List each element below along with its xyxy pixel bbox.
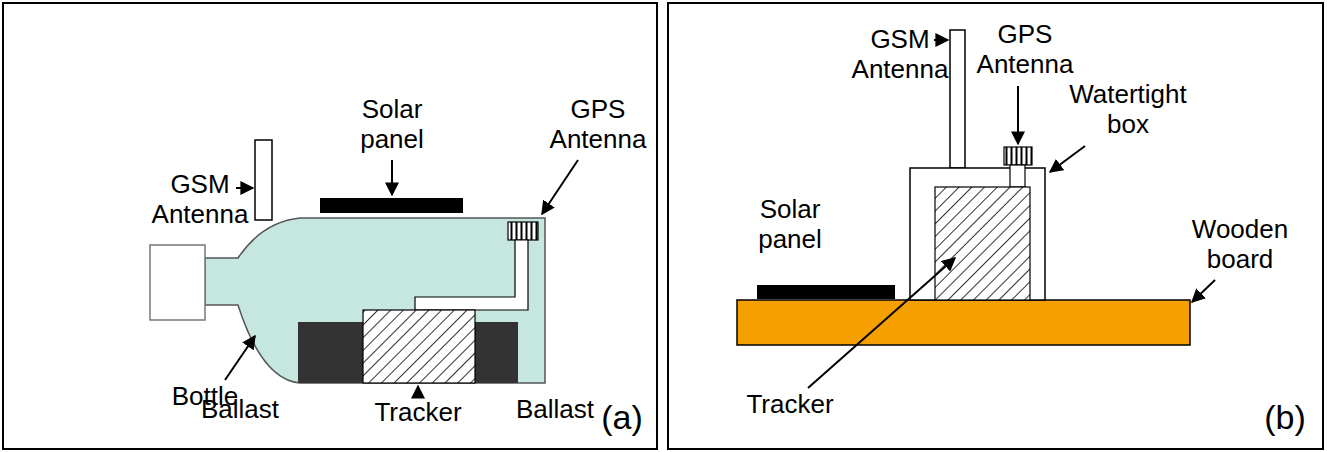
part-label: GPS Antenna	[538, 95, 658, 155]
part-label: GSM Antenna	[845, 25, 955, 85]
part-label: Solar panel	[740, 195, 840, 255]
part-label: Solar panel	[342, 95, 442, 155]
part-label: Tracker	[363, 398, 473, 428]
panel-frame	[668, 3, 1323, 449]
part-label: Ballast	[505, 395, 605, 425]
leader-lines	[808, 40, 1215, 388]
part-label: Watertight box	[1058, 80, 1198, 140]
part-label: Wooden board	[1185, 215, 1295, 275]
part-label: (a)	[592, 398, 652, 437]
part-label: Tracker	[735, 390, 845, 420]
part-label: Ballast	[190, 395, 290, 425]
panel-frame	[3, 3, 657, 449]
part-label: GPS Antenna	[965, 20, 1085, 80]
part-label: GSM Antenna	[145, 170, 255, 230]
board-drawing	[737, 30, 1190, 345]
leader-lines	[225, 160, 578, 396]
part-label: (b)	[1255, 398, 1315, 437]
